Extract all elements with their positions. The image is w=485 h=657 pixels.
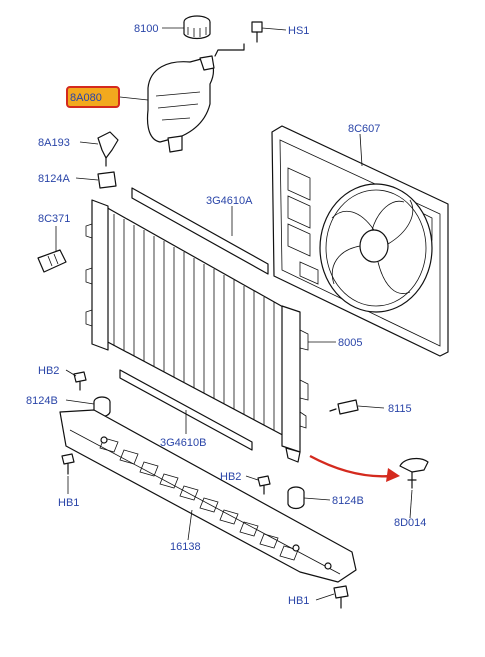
label-16138: 16138: [170, 541, 201, 553]
mount-8124b-right: [287, 486, 305, 510]
label-8d014: 8D014: [394, 517, 426, 529]
cooling-fan: [319, 183, 433, 313]
radiator: [85, 187, 309, 463]
part-labels: 8100 HS1 8A080 8A193 8C607 8124A 3G4610A…: [26, 23, 426, 607]
red-arrow: [309, 454, 400, 482]
grommet-8c371: [37, 249, 67, 273]
label-8a080: 8A080: [70, 92, 102, 104]
label-8a193: 8A193: [38, 137, 70, 149]
label-hb1-left: HB1: [58, 497, 79, 509]
expansion-tank: [146, 55, 215, 153]
label-8c607: 8C607: [348, 123, 380, 135]
highlight-box: [66, 86, 120, 108]
hose-clip: [214, 21, 263, 57]
label-8124b-right: 8124B: [332, 495, 364, 507]
bleed-valve-8a193: [97, 131, 119, 167]
lower-deflector: [59, 409, 357, 583]
label-8005: 8005: [338, 337, 362, 349]
label-hb2-left: HB2: [38, 365, 59, 377]
label-8100: 8100: [134, 23, 158, 35]
label-8124a: 8124A: [38, 173, 70, 185]
label-hb2-right: HB2: [220, 471, 241, 483]
mount-bracket-8124a: [97, 171, 117, 189]
bolt-hb1-left: [61, 453, 75, 475]
label-hb1-bottom: HB1: [288, 595, 309, 607]
leader-lines: [55, 27, 413, 601]
label-8c371: 8C371: [38, 213, 70, 225]
bolt-hb2-right: [257, 475, 271, 495]
bolt-hb2-left: [73, 371, 87, 391]
label-hs1: HS1: [288, 25, 309, 37]
clip-8d014: [399, 457, 429, 489]
label-8115: 8115: [388, 403, 412, 415]
label-3g4610b: 3G4610B: [160, 437, 206, 449]
sensor-8115: [329, 399, 359, 415]
label-8124b-left: 8124B: [26, 395, 58, 407]
label-3g4610a: 3G4610A: [206, 195, 253, 207]
bolt-hb1-bottom: [333, 585, 349, 609]
tank-cap: [183, 15, 211, 40]
